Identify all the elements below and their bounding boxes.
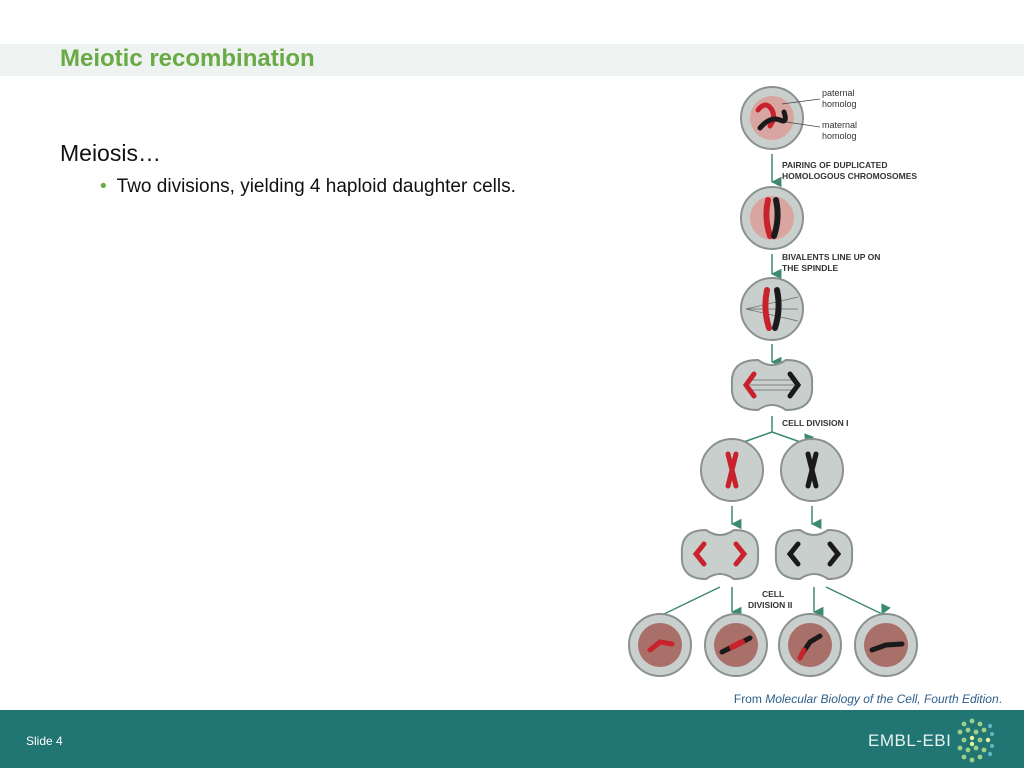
cell-stage-3 [740,277,804,341]
caption-prefix: From [733,692,766,706]
daughter-cell-2 [704,613,768,677]
cell-stage-5-right [780,438,844,502]
embl-ebi-logo-icon [957,718,994,763]
daughter-cell-1 [628,613,692,677]
label-bivalents-1: BIVALENTS LINE UP ON [782,252,880,262]
label-bivalents-2: THE SPINDLE [782,263,839,273]
cell-stage-2 [740,186,804,250]
label-paternal-2: homolog [822,99,857,109]
caption-suffix: . [998,692,1002,706]
slide-number: Slide 4 [26,734,63,748]
label-paternal-1: paternal [822,88,855,98]
slide-title: Meiotic recombination [60,45,315,72]
cell-stage-6-left [680,528,760,581]
slide-heading: Meiosis… [60,140,161,166]
daughter-cell-3 [778,613,842,677]
title-band [0,44,1024,76]
label-division-1: CELL DIVISION I [782,418,848,428]
label-maternal-2: homolog [822,131,857,141]
bullet-text: Two divisions, yielding 4 haploid daught… [116,176,516,197]
label-maternal-1: maternal [822,120,857,130]
label-pairing-1: PAIRING OF DUPLICATED [782,160,887,170]
caption-source: Molecular Biology of the Cell, Fourth Ed… [765,692,999,706]
figure-caption: From Molecular Biology of the Cell, Four… [734,692,1002,706]
arrow-down-icon [825,586,891,615]
bullet-item: • Two divisions, yielding 4 haploid daugh… [100,176,516,198]
footer-bar [0,710,1024,768]
label-division2-2: DIVISION II [748,600,792,610]
daughter-cell-4 [854,613,918,677]
bullet-icon: • [100,176,107,197]
meiosis-diagram: paternal homolog maternal homolog PAIRIN… [628,86,918,677]
brand-text: EMBL-EBI [868,731,952,750]
label-pairing-2: HOMOLOGOUS CHROMOSOMES [782,171,917,181]
cell-stage-4 [730,358,814,412]
cell-stage-6-right [774,528,854,581]
label-division2-1: CELL [762,589,784,599]
cell-stage-1 [740,86,821,150]
arrow-down-icon [663,586,721,625]
cell-stage-5-left [700,438,764,502]
